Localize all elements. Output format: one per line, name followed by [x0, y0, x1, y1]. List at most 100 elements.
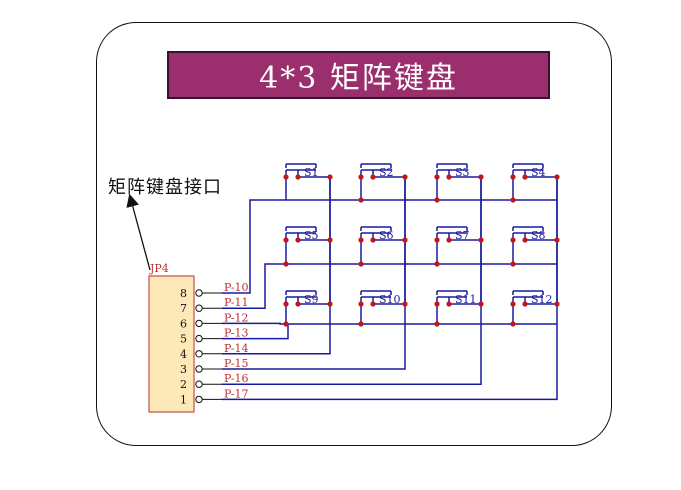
switch-label: S3 [455, 166, 470, 179]
pin-net-label: P-15 [224, 357, 249, 370]
junction-dot [554, 301, 560, 307]
junction-dot [446, 301, 452, 307]
switch-label: S5 [304, 229, 319, 242]
junction-dot [510, 301, 516, 307]
junction-dot [402, 301, 408, 307]
junction-dot [522, 174, 528, 180]
interface-label: 矩阵键盘接口 [108, 177, 222, 198]
junction-dot [327, 301, 333, 307]
switch-s10: S10 [360, 290, 405, 324]
junction-dot [283, 301, 289, 307]
junction-dot [510, 197, 516, 203]
pin-number: 1 [180, 393, 187, 406]
junction-dot [554, 237, 560, 243]
pin-net-label: P-17 [224, 387, 249, 400]
pointer-arrow [126, 193, 151, 271]
connector-name: JP4 [149, 262, 169, 275]
row-bus [222, 263, 557, 309]
junction-dot [522, 237, 528, 243]
junction-dot [358, 321, 364, 327]
pin-number: 6 [180, 317, 187, 330]
switch-label: S7 [455, 229, 470, 242]
pin-number: 4 [180, 348, 187, 361]
switch-label: S11 [455, 293, 477, 306]
junction-dot [402, 174, 408, 180]
junction-dot [283, 321, 289, 327]
junction-dot [295, 174, 301, 180]
switch-label: S4 [531, 166, 546, 179]
junction-dot [478, 237, 484, 243]
junction-dot [510, 261, 516, 267]
junction-dot [370, 237, 376, 243]
junction-dot [402, 237, 408, 243]
pin-net-label: P-16 [224, 372, 249, 385]
junction-dot [478, 174, 484, 180]
pin-net-label: P-12 [224, 311, 249, 324]
pin-number: 3 [180, 363, 187, 376]
junction-dot [446, 237, 452, 243]
switch-s1: S1 [285, 163, 330, 200]
junction-dot [522, 301, 528, 307]
junction-dot [283, 237, 289, 243]
pin-terminal [195, 395, 203, 404]
junction-dot [434, 261, 440, 267]
switch-label: S9 [304, 293, 319, 306]
switch-s9: S9 [285, 290, 330, 324]
junction-dot [358, 237, 364, 243]
switch-label: S1 [304, 166, 319, 179]
pin-terminal [195, 365, 203, 373]
connector-body [148, 275, 195, 413]
junction-dot [434, 301, 440, 307]
switch-s12: S12 [512, 290, 557, 324]
switch-label: S10 [379, 293, 401, 306]
junction-dot [446, 174, 452, 180]
pin-number: 7 [180, 302, 187, 315]
pin-terminal [195, 334, 203, 343]
junction-dot [510, 237, 516, 243]
diagram-title: 4*3 矩阵键盘 [259, 61, 458, 96]
junction-dot [358, 301, 364, 307]
junction-dot [434, 174, 440, 180]
junction-dot [327, 174, 333, 180]
switch-s7: S7 [436, 226, 481, 264]
pin-terminal [195, 380, 203, 388]
pin-net-label: P-13 [224, 327, 249, 340]
junction-dot [554, 174, 560, 180]
junction-dot [358, 261, 364, 267]
pin-terminal [195, 350, 203, 358]
pin-number: 5 [180, 333, 187, 346]
junction-dot [510, 174, 516, 180]
junction-dot [358, 174, 364, 180]
pin-terminal [195, 289, 203, 297]
junction-dot [283, 261, 289, 267]
junction-dot [370, 174, 376, 180]
pin-terminal [195, 319, 203, 328]
pin-number: 2 [180, 378, 187, 391]
switch-s2: S2 [360, 163, 405, 200]
switch-s8: S8 [512, 226, 557, 264]
row-bus [222, 324, 289, 340]
switch-s3: S3 [436, 163, 481, 200]
column-line [222, 177, 558, 401]
title-banner: 4*3 矩阵键盘 [167, 51, 550, 99]
switch-label: S12 [531, 293, 553, 306]
junction-dot [295, 301, 301, 307]
pin-terminal [195, 304, 203, 312]
junction-dot [478, 301, 484, 307]
switch-s11: S11 [436, 290, 481, 324]
pin-net-label: P-10 [224, 281, 249, 294]
switch-label: S8 [531, 229, 546, 242]
junction-dot [434, 321, 440, 327]
junctions [283, 174, 560, 327]
row-bus [222, 322, 557, 325]
switch-label: S6 [379, 229, 394, 242]
junction-dot [434, 237, 440, 243]
pin-net-label: P-14 [224, 342, 249, 355]
junction-dot [370, 301, 376, 307]
switch-label: S2 [379, 166, 394, 179]
switch-s6: S6 [360, 226, 405, 264]
junction-dot [327, 237, 333, 243]
